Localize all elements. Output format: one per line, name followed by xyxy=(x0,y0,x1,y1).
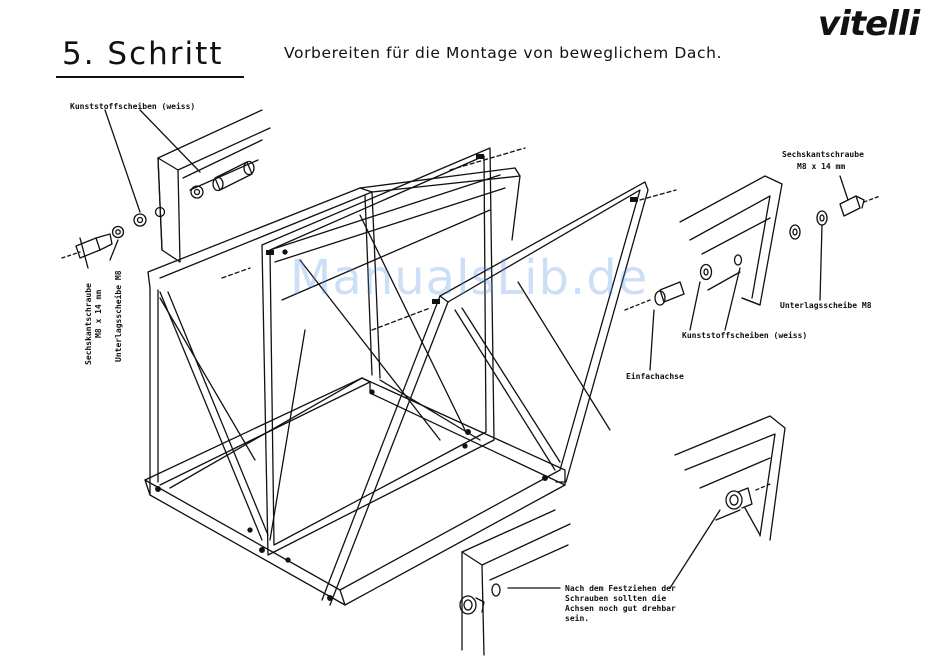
detail-bottom-right xyxy=(669,415,786,589)
detail-top-right xyxy=(624,175,881,371)
detail-top-left xyxy=(61,109,271,269)
label-kunststoffscheiben-right: Kunststoffscheiben (weiss) xyxy=(682,331,808,340)
label-einfachachse: Einfachachse xyxy=(626,372,684,381)
brand-logo: vitelli xyxy=(818,4,920,44)
label-m8-right: M8 x 14 mm xyxy=(797,162,846,171)
watermark: ManualsLib.de xyxy=(290,250,649,306)
label-sechskantschraube-right: Sechskantschraube xyxy=(782,150,864,159)
step-title: 5. Schritt xyxy=(62,36,224,72)
assembly-note: Nach dem Festziehen der Schrauben sollte… xyxy=(565,584,676,623)
main-frame xyxy=(144,147,677,606)
label-sechskantschraube-left: Sechskantschraube xyxy=(84,283,93,365)
label-kunststoffscheiben-left: Kunststoffscheiben (weiss) xyxy=(70,102,196,111)
label-unterlagsscheibe-left: Unterlagsscheibe M8 xyxy=(114,270,123,362)
label-m8-left: M8 x 14 mm xyxy=(94,289,103,338)
detail-bottom-center xyxy=(459,509,571,656)
page-subtitle: Vorbereiten für die Montage von beweglic… xyxy=(284,44,723,62)
step-title-underline xyxy=(56,76,244,78)
label-unterlagsscheibe-right: Unterlagsscheibe M8 xyxy=(780,301,872,310)
